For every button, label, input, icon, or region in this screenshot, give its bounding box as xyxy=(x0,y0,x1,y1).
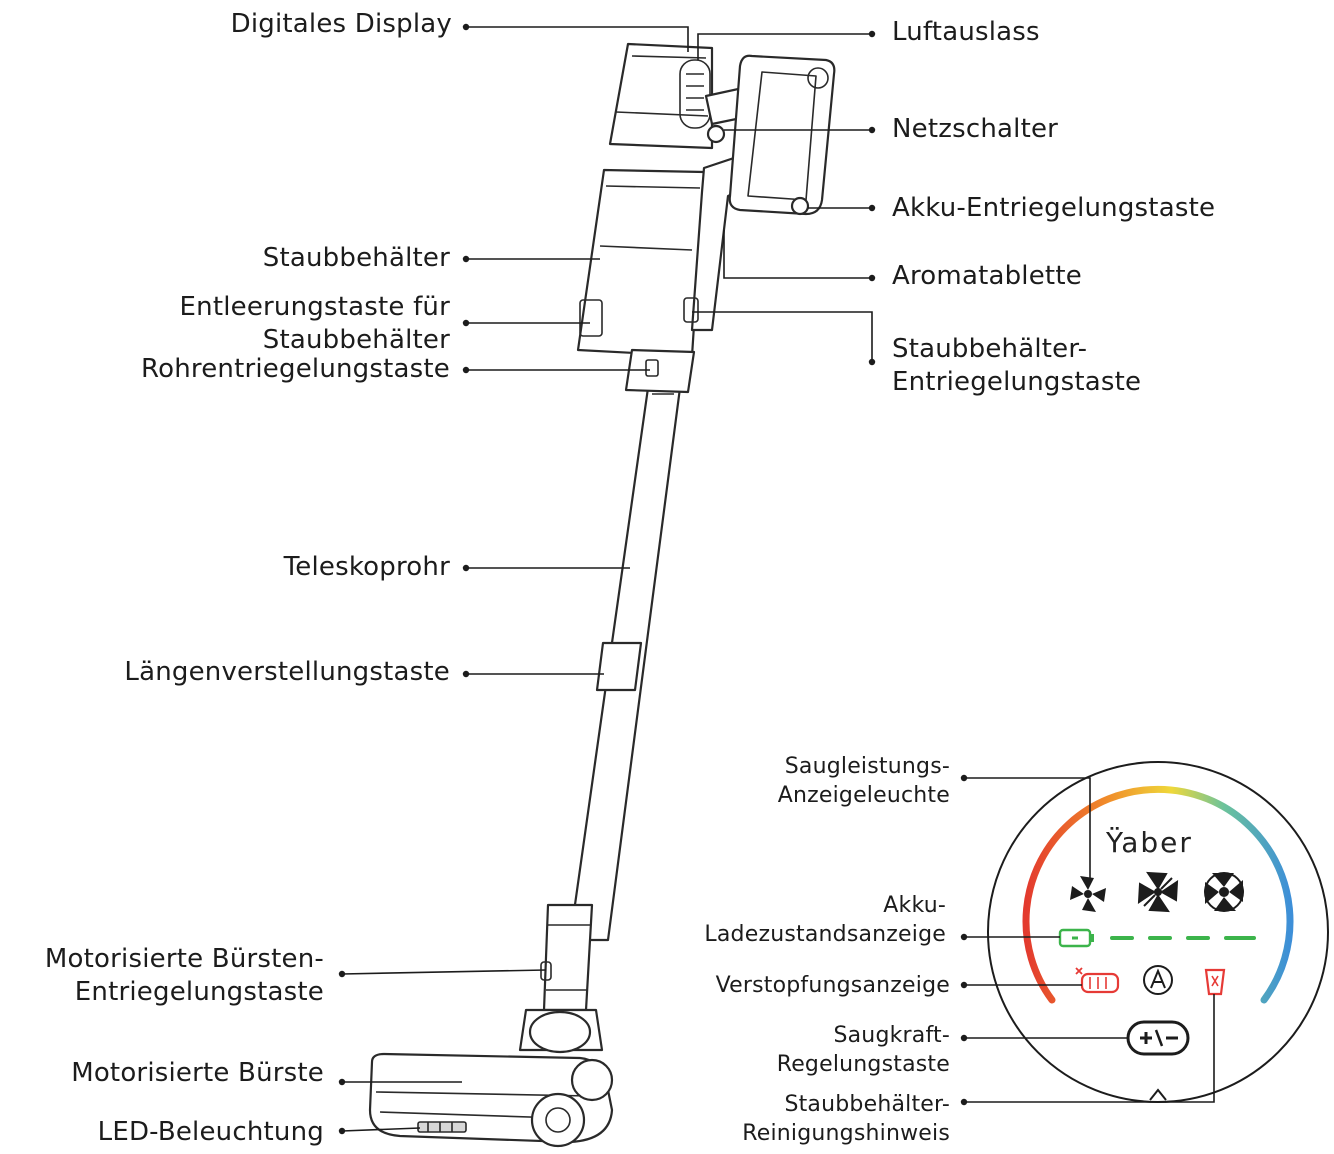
label-aromatablette: Aromatablette xyxy=(892,261,1082,291)
dustbin-icon xyxy=(1204,968,1226,996)
label-luftauslass: Luftauslass xyxy=(892,17,1040,47)
clog-icon xyxy=(1075,967,1120,994)
label-entleerungstaste: Entleerungstaste für Staubbehälter xyxy=(179,292,450,355)
leader-lines-panel xyxy=(960,774,1215,1106)
vacuum-device xyxy=(368,42,836,1148)
fan-low-icon xyxy=(1070,876,1106,912)
label-laengenverstellungstaste: Längenverstellungstaste xyxy=(124,657,450,687)
label-akku-entriegelungstaste: Akku-Entriegelungstaste xyxy=(892,193,1216,223)
label-akku-ladezustandsanzeige: Akku- Ladezustandsanzeige xyxy=(704,893,946,947)
label-motorisierte-buerste: Motorisierte Bürste xyxy=(71,1058,324,1088)
label-netzschalter: Netzschalter xyxy=(892,114,1059,144)
brand-logo: Ÿaber xyxy=(1106,826,1193,859)
label-buersten-entriegelungstaste: Motorisierte Bürsten- Entriegelungstaste xyxy=(44,944,324,1007)
label-teleskoprohr: Teleskoprohr xyxy=(283,552,450,582)
label-digitales-display: Digitales Display xyxy=(230,9,452,39)
fan-high-icon xyxy=(1204,872,1244,912)
battery-icon xyxy=(1058,928,1094,948)
label-saugkraft-regelungstaste: Saugkraft- Regelungstaste xyxy=(776,1023,950,1077)
label-staubbehaelter-entriegelungstaste: Staubbehälter- Entriegelungstaste xyxy=(892,334,1142,397)
fan-mid-icon xyxy=(1137,871,1179,913)
plus-minus-button-icon[interactable] xyxy=(1126,1020,1190,1056)
leader-lines-right xyxy=(692,30,876,366)
leader-lines-left xyxy=(338,23,689,1135)
suction-level-arc xyxy=(1022,785,1294,1004)
label-staubbehaelter-reinigungshinweis: Staubbehälter- Reinigungshinweis xyxy=(742,1092,950,1146)
label-saugleistungs-anzeigeleuchte: Saugleistungs- Anzeigeleuchte xyxy=(777,754,950,808)
label-rohrentriegelungstaste: Rohrentriegelungstaste xyxy=(141,354,450,384)
control-panel xyxy=(987,761,1329,1103)
label-verstopfungsanzeige: Verstopfungsanzeige xyxy=(715,973,950,998)
auto-mode-icon xyxy=(1143,965,1173,995)
label-staubbehaelter: Staubbehälter xyxy=(262,243,450,273)
label-led-beleuchtung: LED-Beleuchtung xyxy=(97,1117,324,1147)
